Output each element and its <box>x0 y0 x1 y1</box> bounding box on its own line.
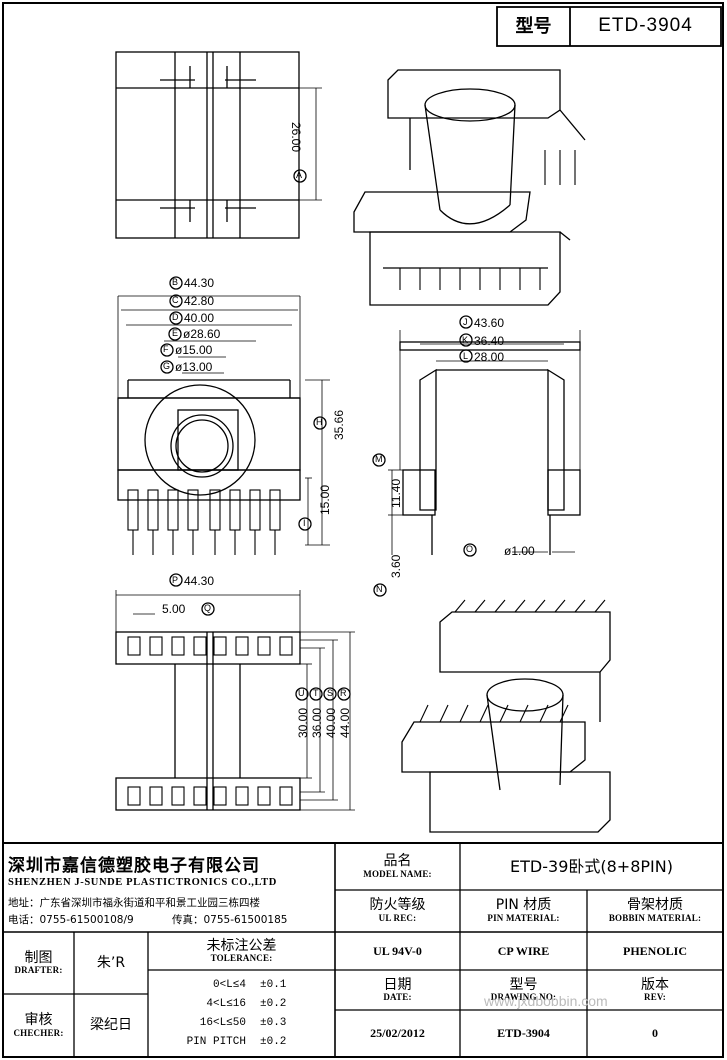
view-top-left <box>115 51 322 239</box>
dim-T: 36.00 <box>310 707 324 738</box>
company-name-en: SHENZHEN J-SUNDE PLASTICTRONICS CO.,LTD <box>8 877 277 888</box>
label-F: F <box>163 344 169 354</box>
dim-D: 40.00 <box>184 311 215 325</box>
company-phone: 电话：0755-61500108/9 <box>8 914 134 926</box>
drawing-no-label: 型号 DRAWING NO: <box>490 976 557 1003</box>
dim-P: 44.30 <box>184 574 215 588</box>
pin-material-label: PIN 材质 PIN MATERIAL: <box>487 897 560 923</box>
dim-I: 15.00 <box>318 484 332 515</box>
dim-Q: 5.00 <box>162 602 186 616</box>
rev-label: 版本 REV: <box>641 976 669 1003</box>
company-name-cn: 深圳市嘉信德塑胶电子有限公司 <box>8 856 260 876</box>
dim-C: 42.80 <box>184 294 215 308</box>
view-bottom <box>115 573 355 811</box>
tolerance-row: PIN PITCH ±0.2 <box>186 1035 287 1048</box>
dim-U: 30.00 <box>296 707 310 738</box>
dim-G: ø13.00 <box>175 360 213 374</box>
company-address: 地址：广东省深圳市福永街道和平和景工业园三栋四楼 <box>8 897 260 909</box>
label-B: B <box>172 277 179 287</box>
dim-F: ø15.00 <box>175 343 213 357</box>
tolerance-table: 0<L≤4 ±0.1 4<L≤16 ±0.2 16<L≤50 ±0.3 PIN … <box>148 975 335 1051</box>
dim-S: 40.00 <box>324 707 338 738</box>
label-R: R <box>340 688 347 698</box>
label-I: I <box>303 518 306 528</box>
header-label: 型号 <box>515 15 552 37</box>
label-J: J <box>463 317 468 327</box>
view-iso-bottom <box>401 599 611 833</box>
tolerance-row: 16<L≤50 ±0.3 <box>199 1016 287 1029</box>
view-front <box>117 276 330 555</box>
bobbin-material-label: 骨架材质 BOBBIN MATERIAL: <box>608 897 702 923</box>
dim-B: 44.30 <box>184 276 215 290</box>
checker-name: 梁纪日 <box>90 1017 132 1034</box>
label-E: E <box>172 328 179 338</box>
drafter-label: 制图 DRAFTER: <box>14 949 63 976</box>
dim-O: ø1.00 <box>504 544 535 558</box>
date-label: 日期 DATE: <box>383 976 412 1003</box>
tolerance-row: 4<L≤16 ±0.2 <box>206 997 287 1010</box>
label-L: L <box>463 351 469 361</box>
ul-rec-value: UL 94V-0 <box>373 943 422 958</box>
watermark: www.jxdbobbin.com <box>484 993 608 1009</box>
label-S: S <box>327 688 334 698</box>
dim-K: 36.40 <box>474 334 505 348</box>
dim-E: ø28.60 <box>183 327 221 341</box>
ul-rec-label: 防火等级 UL REC: <box>369 897 426 923</box>
checker-label: 审核 CHECHER: <box>13 1012 64 1038</box>
pin-material-value: CP WIRE <box>497 943 550 958</box>
tolerance-label: 未标注公差 TOLERANCE: <box>206 937 277 964</box>
label-G: G <box>163 361 171 371</box>
label-C: C <box>172 295 179 305</box>
date-value: 25/02/2012 <box>370 1026 425 1041</box>
company-fax: 传真：0755-61500185 <box>172 914 288 926</box>
dim-N: 3.60 <box>389 554 403 578</box>
label-T: T <box>313 688 319 698</box>
dim-R: 44.00 <box>338 707 352 738</box>
drawing-no-value: ETD-3904 <box>497 1026 550 1041</box>
dim-A: 26.00 <box>289 122 303 153</box>
bobbin-material-value: PHENOLIC <box>622 943 687 958</box>
dim-H: 35.66 <box>332 409 346 440</box>
view-side <box>372 315 581 597</box>
label-H: H <box>316 417 323 427</box>
label-Q: Q <box>204 603 212 613</box>
rev-value: 0 <box>652 1026 658 1041</box>
tolerance-row: 0<L≤4 ±0.1 <box>212 978 287 991</box>
model-name-label: 品名 MODEL NAME: <box>363 853 432 879</box>
dim-L: 28.00 <box>474 350 505 364</box>
label-K: K <box>462 335 469 345</box>
label-U: U <box>298 688 305 698</box>
dim-M: 11.40 <box>389 478 403 508</box>
label-N: N <box>376 584 383 594</box>
view-iso-top <box>353 69 586 306</box>
header-model-number: ETD-3904 <box>598 15 693 37</box>
dim-J: 43.60 <box>474 316 505 330</box>
label-M: M <box>375 454 383 464</box>
label-A: A <box>296 170 303 180</box>
model-name-value: ETD-39卧式(8+8PIN) <box>510 857 673 877</box>
label-O: O <box>466 544 474 554</box>
label-P: P <box>172 575 179 585</box>
title-block-grid <box>3 842 723 1057</box>
label-D: D <box>172 312 179 322</box>
drafter-name: 朱’R <box>96 954 126 971</box>
